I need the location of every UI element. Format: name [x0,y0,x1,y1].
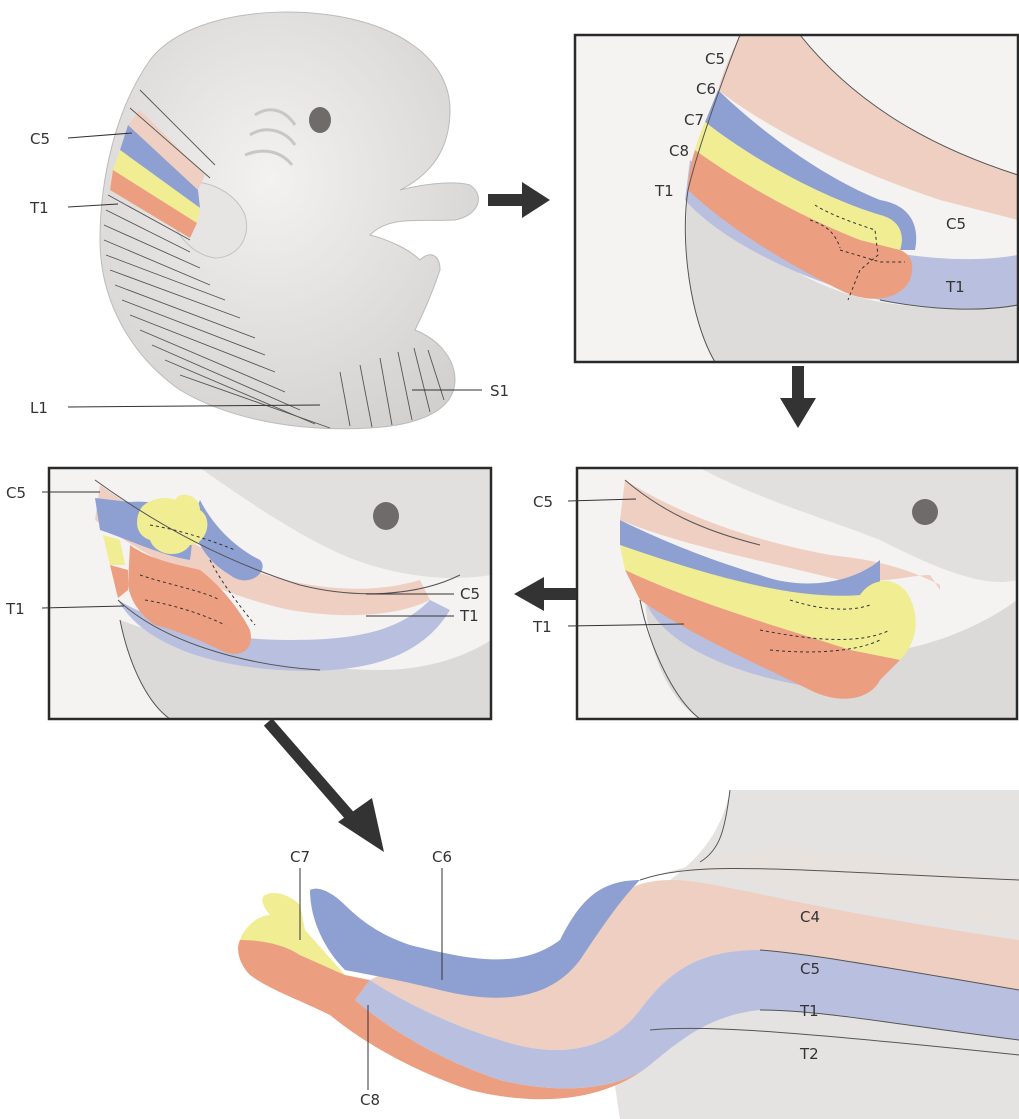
eye [912,499,938,525]
label-t1: T1 [654,182,674,200]
arrow-left-icon [514,577,576,611]
label-c5-right: C5 [460,585,480,603]
label-t2: T2 [799,1045,819,1063]
label-c5-right: C5 [946,215,966,233]
label-t1: T1 [799,1002,819,1020]
label-c6: C6 [432,848,452,866]
arrow-right-icon [488,182,550,218]
label-c5: C5 [800,960,820,978]
panel-hand-plate-stage: C5 T1 C5 T1 [5,468,491,719]
panel-limb-bud-stage: C5 C6 C7 C8 T1 C5 T1 [575,35,1018,362]
label-t1: T1 [29,199,49,217]
label-c6: C6 [696,80,716,98]
panel-adult-arm: C7 C6 C8 C4 C5 T1 T2 [238,790,1019,1119]
label-c5: C5 [30,130,50,148]
label-c5: C5 [533,493,553,511]
embryo-eye [309,107,331,133]
panel-embryo: C5 T1 L1 S1 [29,12,509,429]
label-t1: T1 [532,618,552,636]
label-c8: C8 [360,1091,380,1109]
label-c7: C7 [290,848,310,866]
label-l1: L1 [30,399,48,417]
label-c4: C4 [800,908,820,926]
arrow-diagonal-icon [268,722,384,852]
label-s1: S1 [490,382,509,400]
embryo-body [100,12,478,429]
panel-paddle-stage: C5 T1 [532,468,1017,719]
label-t1-right: T1 [459,607,479,625]
label-c5: C5 [6,484,26,502]
label-c7: C7 [684,111,704,129]
label-c8: C8 [669,142,689,160]
label-t1-right: T1 [945,278,965,296]
label-t1: T1 [5,600,25,618]
label-c5: C5 [705,50,725,68]
eye [373,502,399,530]
arrow-down-icon [780,366,816,428]
